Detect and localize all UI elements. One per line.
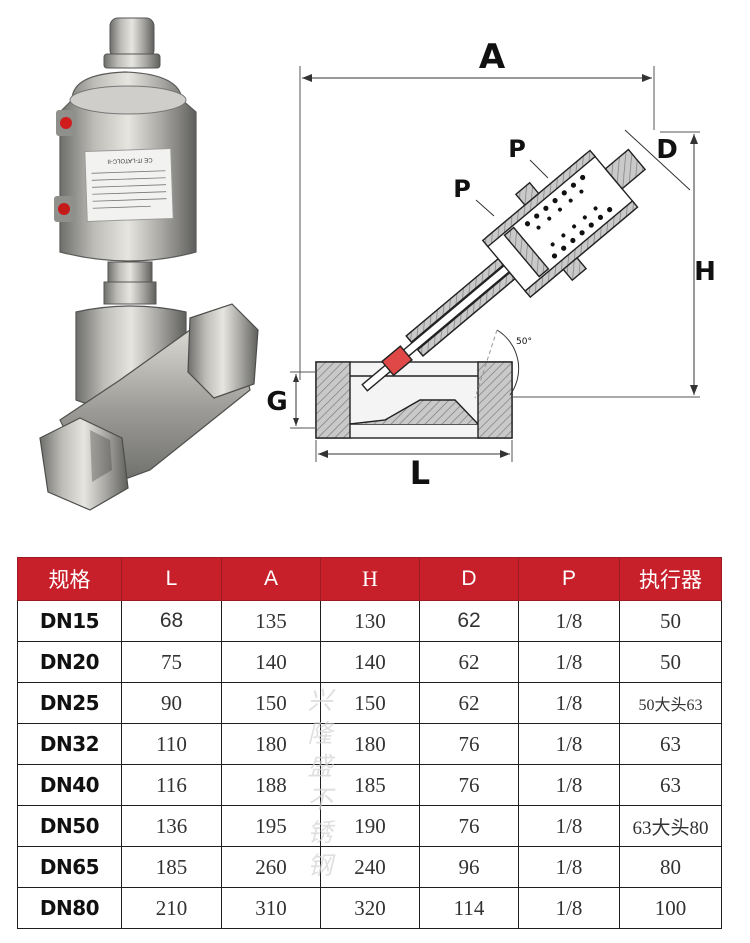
table-row: DN40 116 188 185 76 1/8 63 <box>17 764 722 806</box>
angle-label: 50° <box>516 337 532 347</box>
dimension-label-l: L <box>410 454 430 492</box>
cell-p: 1/8 <box>518 641 620 683</box>
cell-actuator: 50 <box>619 641 722 683</box>
cell-actuator: 50 <box>619 600 722 642</box>
cell-a: 188 <box>221 764 321 806</box>
cell-l: 116 <box>121 764 222 806</box>
cell-a: 180 <box>221 723 321 765</box>
cell-actuator: 63 <box>619 723 722 765</box>
cell-h: 240 <box>320 846 420 888</box>
cell-a: 135 <box>221 600 321 642</box>
dimension-label-a: A <box>479 37 506 77</box>
cell-p: 1/8 <box>518 600 620 642</box>
cell-d: 96 <box>419 846 519 888</box>
table-row: DN15 68 135 130 62 1/8 50 <box>17 600 722 642</box>
cell-spec: DN65 <box>17 846 122 888</box>
dimension-label-g: G <box>266 387 287 417</box>
table-row: DN25 90 150 150 62 1/8 50大头63 <box>17 682 722 724</box>
cell-actuator: 100 <box>619 887 722 929</box>
cell-h: 180 <box>320 723 420 765</box>
cell-d: 76 <box>419 764 519 806</box>
cell-p: 1/8 <box>518 764 620 806</box>
cell-h: 140 <box>320 641 420 683</box>
cell-a: 310 <box>221 887 321 929</box>
cell-spec: DN80 <box>17 887 122 929</box>
cell-d: 114 <box>419 887 519 929</box>
header-l: L <box>121 557 222 601</box>
valve-photo: CE IT-LATOLC-II <box>39 17 259 511</box>
dimension-label-h: H <box>694 257 716 287</box>
section-drawing <box>290 66 700 462</box>
cell-spec: DN15 <box>17 600 122 642</box>
cell-h: 185 <box>320 764 420 806</box>
header-a: A <box>221 557 321 601</box>
cell-d: 76 <box>419 805 519 847</box>
nameplate-text: CE IT-LATOLC-II <box>107 156 153 164</box>
spec-table: 规格 L A H D P 执行器 DN15 68 135 130 62 1/8 … <box>17 557 722 929</box>
cell-d: 76 <box>419 723 519 765</box>
table-row: DN50 136 195 190 76 1/8 63大头80 <box>17 805 722 847</box>
header-h: H <box>320 557 420 601</box>
cell-spec: DN40 <box>17 764 122 806</box>
cell-l: 136 <box>121 805 222 847</box>
cell-p: 1/8 <box>518 846 620 888</box>
cell-actuator: 50大头63 <box>619 682 722 724</box>
table-row: DN65 185 260 240 96 1/8 80 <box>17 846 722 888</box>
cell-a: 195 <box>221 805 321 847</box>
dimension-label-d: D <box>656 135 678 165</box>
cell-spec: DN50 <box>17 805 122 847</box>
port-label-p-lower: P <box>453 175 471 203</box>
cell-p: 1/8 <box>518 887 620 929</box>
table-header-row: 规格 L A H D P 执行器 <box>17 557 722 601</box>
cell-l: 68 <box>121 600 222 642</box>
cell-l: 75 <box>121 641 222 683</box>
header-d: D <box>419 557 519 601</box>
cell-d: 62 <box>419 600 519 642</box>
cell-actuator: 63大头80 <box>619 805 722 847</box>
cell-h: 190 <box>320 805 420 847</box>
cell-l: 110 <box>121 723 222 765</box>
header-p: P <box>518 557 620 601</box>
product-illustration: CE IT-LATOLC-II <box>39 17 716 511</box>
cell-p: 1/8 <box>518 682 620 724</box>
port-label-p-upper: P <box>508 135 526 163</box>
cell-l: 210 <box>121 887 222 929</box>
cell-l: 185 <box>121 846 222 888</box>
header-actuator: 执行器 <box>619 557 722 601</box>
cell-h: 130 <box>320 600 420 642</box>
cell-spec: DN20 <box>17 641 122 683</box>
cell-spec: DN25 <box>17 682 122 724</box>
cell-a: 260 <box>221 846 321 888</box>
table-row: DN32 110 180 180 76 1/8 63 <box>17 723 722 765</box>
cell-h: 150 <box>320 682 420 724</box>
cell-a: 140 <box>221 641 321 683</box>
cell-a: 150 <box>221 682 321 724</box>
cell-p: 1/8 <box>518 723 620 765</box>
cell-l: 90 <box>121 682 222 724</box>
table-row: DN80 210 310 320 114 1/8 100 <box>17 887 722 929</box>
table-row: DN20 75 140 140 62 1/8 50 <box>17 641 722 683</box>
cell-spec: DN32 <box>17 723 122 765</box>
cell-actuator: 63 <box>619 764 722 806</box>
cell-d: 62 <box>419 682 519 724</box>
cell-h: 320 <box>320 887 420 929</box>
cell-d: 62 <box>419 641 519 683</box>
cell-p: 1/8 <box>518 805 620 847</box>
cell-actuator: 80 <box>619 846 722 888</box>
header-spec: 规格 <box>17 557 122 601</box>
